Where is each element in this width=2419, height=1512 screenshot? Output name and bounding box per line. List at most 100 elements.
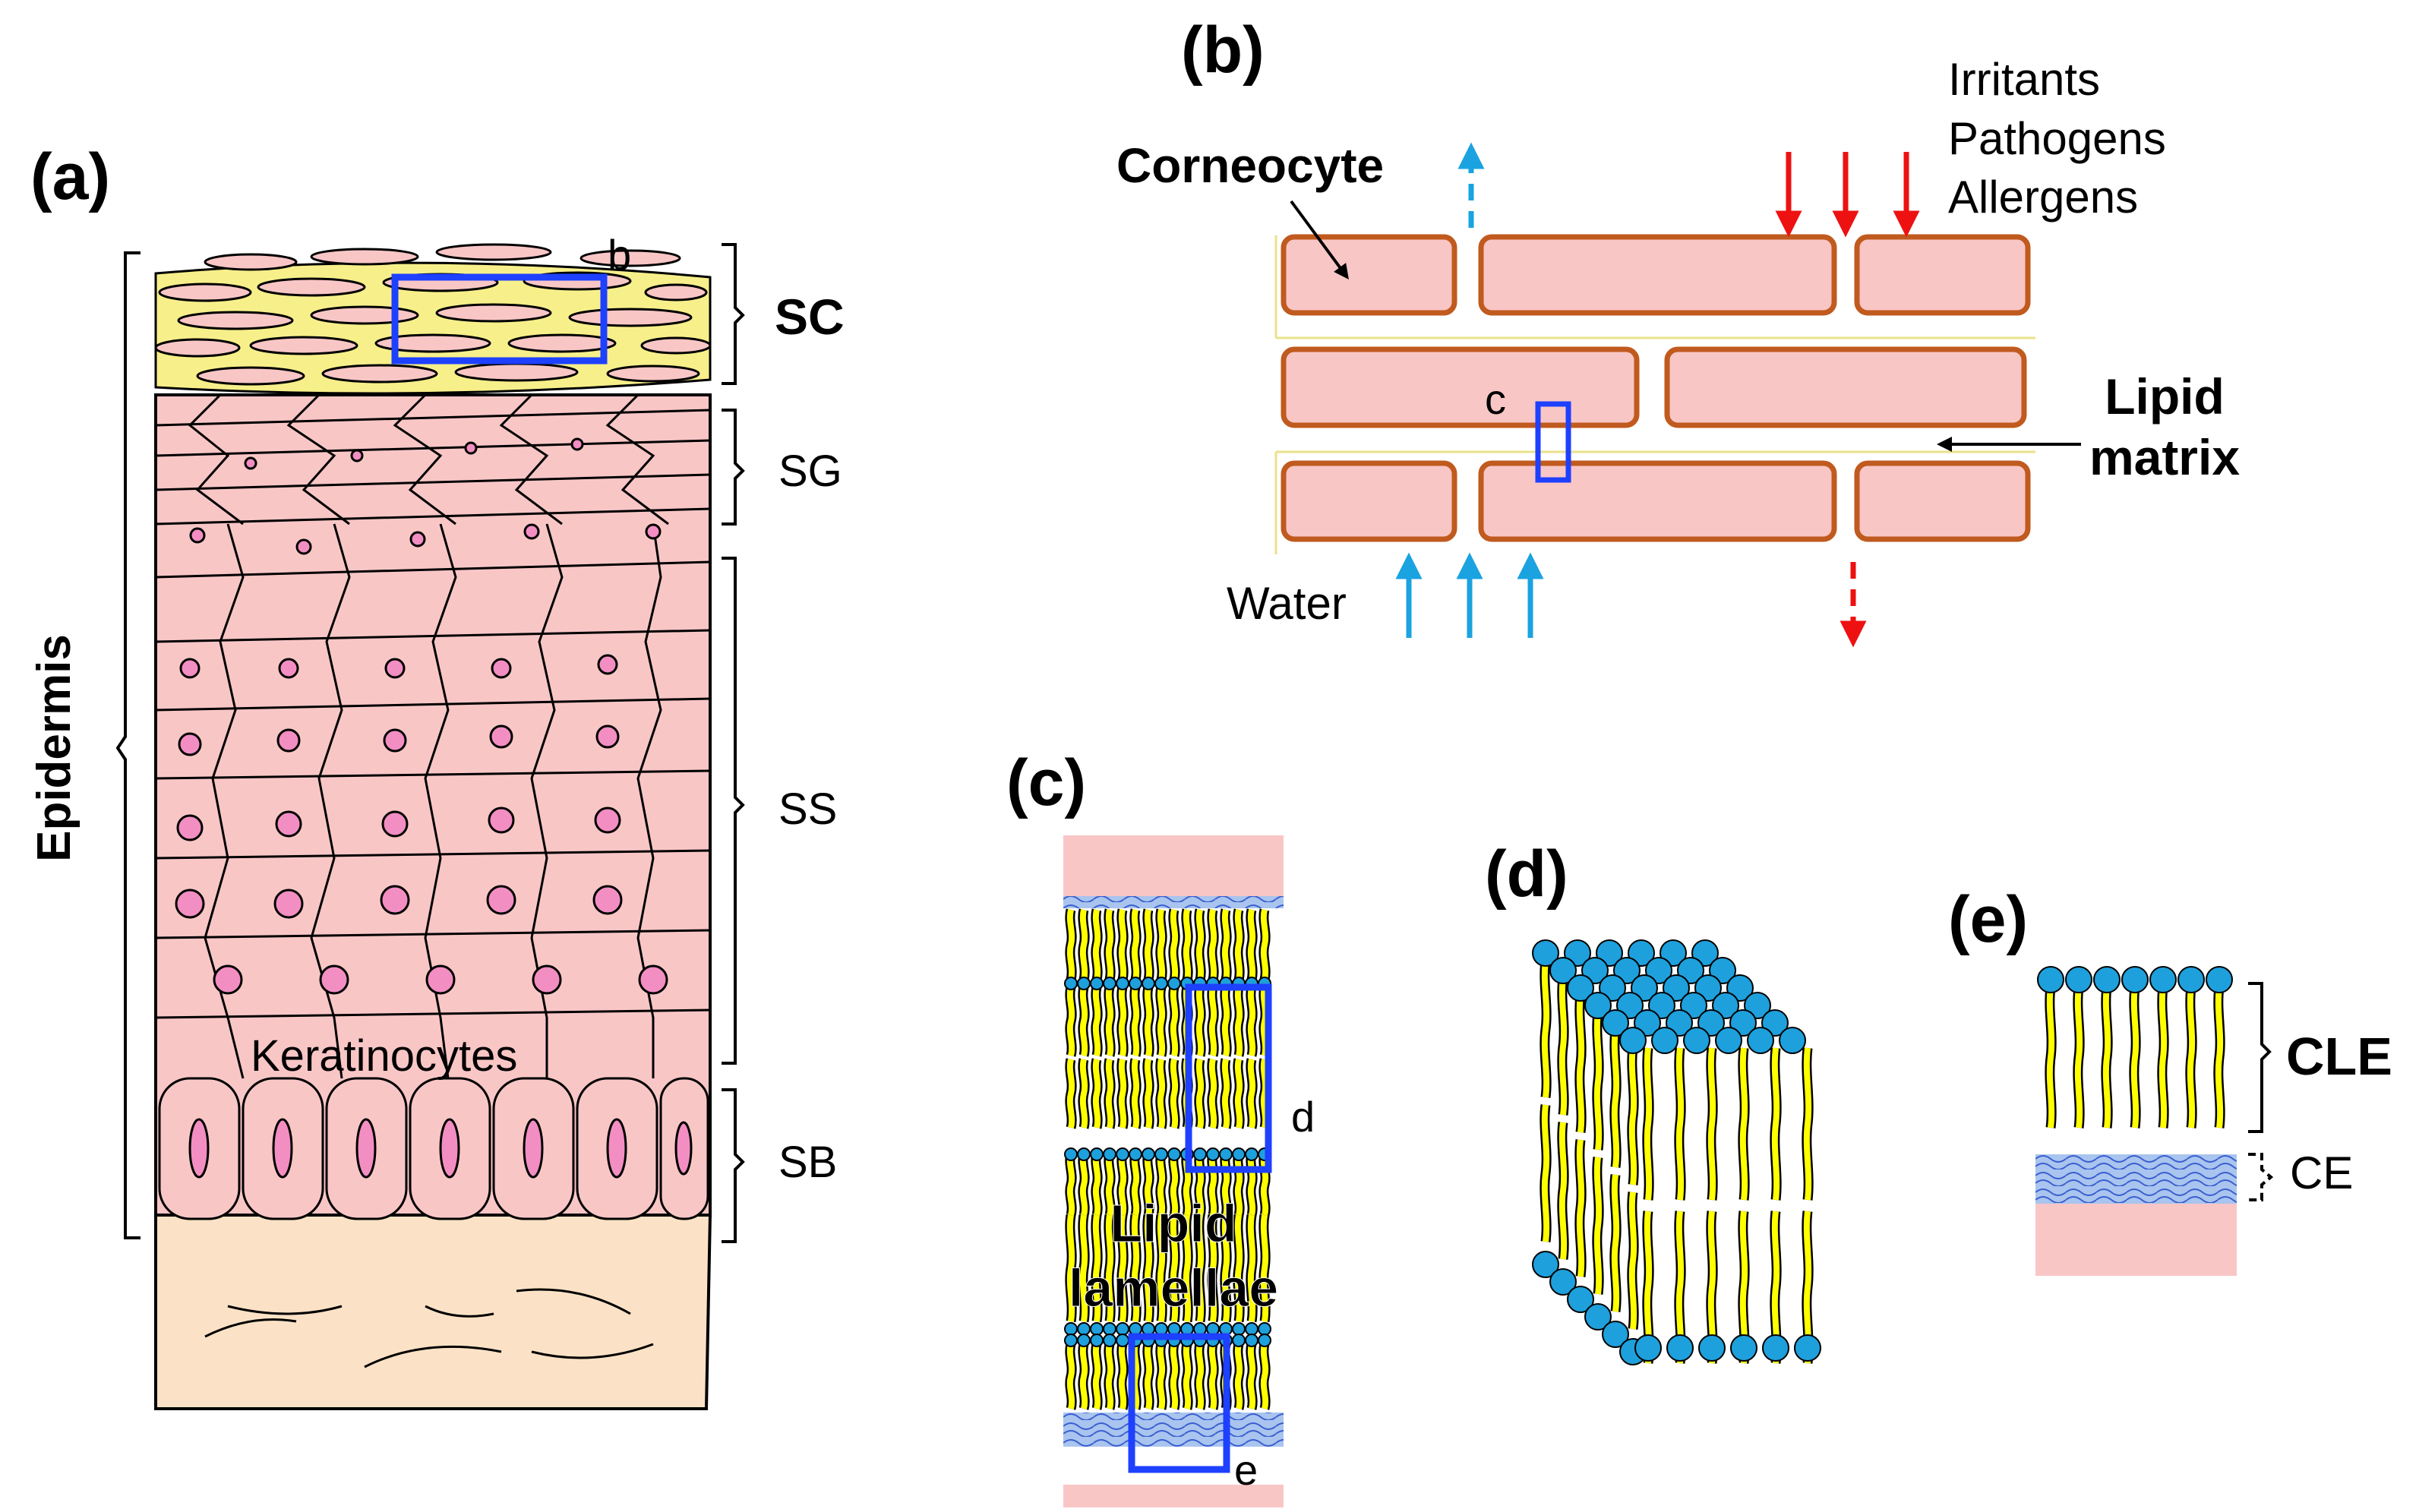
lipid-tail (1557, 977, 1569, 1116)
lipid-tail (1065, 986, 1077, 1057)
lipid-head (1666, 1334, 1694, 1362)
lipid-matrix-lines (1274, 235, 2035, 554)
lipid-tail (1194, 1058, 1206, 1129)
lipid-tail (1609, 1174, 1622, 1312)
lipid-tail (1233, 1214, 1245, 1323)
epidermis-label: Epidermis (28, 634, 81, 862)
lipid-head (1651, 1027, 1678, 1054)
lipid-tail (1246, 1058, 1258, 1129)
lipid-head (1154, 977, 1168, 990)
lipid-tail (2185, 986, 2197, 1128)
lipid-head (1116, 1322, 1129, 1336)
lipid-head (1584, 992, 1612, 1019)
cle-label: CLE (2286, 1027, 2392, 1086)
lipid-head (1730, 1334, 1757, 1362)
lipid-head (1219, 1147, 1233, 1161)
epidermis-bracket (115, 251, 141, 1239)
layer-label-sb: SB (778, 1138, 837, 1187)
lipid-tail (1207, 908, 1219, 981)
lipid-tail (1246, 1214, 1258, 1323)
lipid-head (1634, 1334, 1662, 1362)
lipid-tail (1592, 1012, 1604, 1151)
lipid-head (1077, 1322, 1091, 1336)
lipid-head (1245, 1147, 1258, 1161)
lipid-head (1077, 977, 1091, 990)
lipid-tail (1246, 1343, 1258, 1410)
lipid-head (2149, 966, 2177, 993)
lipid-tail (2129, 986, 2141, 1128)
lipid-tail (1540, 960, 1552, 1098)
inset-marker-c: c (1485, 375, 1506, 423)
lipid-head (2037, 966, 2064, 993)
lipid-tail (1091, 1058, 1103, 1129)
lipid-tail (1155, 908, 1167, 981)
lipid-tail (1233, 1153, 1245, 1217)
lipid-head (1532, 939, 1559, 967)
ce-label: CE (2290, 1147, 2353, 1198)
lipid-tail (1220, 1214, 1232, 1323)
panel-c-label: (c) (1006, 747, 1086, 819)
lipid-tail (1627, 1047, 1639, 1185)
lipid-tail (1155, 1058, 1167, 1129)
lipid-matrix-label-1: Lipid (2105, 368, 2225, 425)
granular-layer-cells (155, 393, 711, 526)
lipid-tail (1078, 986, 1090, 1057)
lipid-tail (1642, 1047, 1654, 1201)
lipid-tail (1207, 1214, 1219, 1323)
lipid-tail (1091, 1214, 1103, 1323)
lipid-head (1258, 1334, 1271, 1347)
lipid-tail (2213, 986, 2225, 1128)
epidermis-section: b Keratinocytes (154, 231, 712, 1410)
lipid-tail (1258, 1153, 1271, 1217)
threat-arrows (1775, 152, 1920, 238)
lipid-head (1090, 1322, 1104, 1336)
lipid-tail (1246, 1153, 1258, 1217)
lipid-tail (1194, 986, 1206, 1057)
lipid-tail (1574, 995, 1587, 1133)
lipid-tail (1258, 908, 1271, 981)
lipid-tail (1142, 1214, 1154, 1323)
threat-pathogens: Pathogens (1948, 113, 2166, 164)
water-label: Water (1227, 578, 1347, 629)
lipid-tail (1116, 1343, 1129, 1410)
lipid-tail (1233, 908, 1245, 981)
lipid-tail (1706, 1047, 1718, 1201)
lipid-tail (1065, 1153, 1077, 1217)
lipid-tail (1627, 1192, 1639, 1330)
cell-nuclei (175, 437, 693, 1179)
lipid-tail (2045, 986, 2057, 1128)
lipid-head (1567, 974, 1594, 1002)
layer-brackets (722, 243, 745, 1243)
lipid-tail (1168, 986, 1180, 1057)
lipid-head (1167, 977, 1181, 990)
lipid-head (2206, 966, 2233, 993)
lipid-head (1245, 1334, 1258, 1347)
cle-lipids (2037, 966, 2233, 1128)
lipid-tail (1168, 908, 1180, 981)
lipid-tail (1091, 908, 1103, 981)
lipid-tail (1142, 1058, 1154, 1129)
lipid-lamellae-stack (1063, 835, 1284, 1507)
lipid-tail (1194, 1153, 1206, 1217)
lipid-lamellae-label-2: lamellae (1069, 1258, 1278, 1318)
lipid-head (1584, 1303, 1612, 1330)
inset-marker-e: e (1234, 1446, 1258, 1494)
lipid-head (1762, 1334, 1789, 1362)
lipid-head (1103, 977, 1116, 990)
lipid-tail (1091, 1343, 1103, 1410)
lipid-lamellae-label-1: Lipid (1110, 1194, 1236, 1253)
panel-b-label: (b) (1181, 14, 1265, 87)
lipid-tail (1116, 986, 1129, 1057)
lipid-head (1154, 1147, 1168, 1161)
lipid-tail (1168, 1214, 1180, 1323)
lipid-tail (1116, 908, 1129, 981)
lipid-tail (1104, 908, 1116, 981)
brick-and-mortar-model (1274, 234, 2035, 554)
lipid-tail (1078, 1153, 1090, 1217)
inset-box-d (1185, 983, 1272, 1173)
corneocyte-label: Corneocyte (1116, 138, 1384, 193)
lipid-tail (1155, 1153, 1167, 1217)
ce-bracket (2248, 1153, 2274, 1201)
lipid-head (2177, 966, 2205, 993)
lipid-tail (1104, 1343, 1116, 1410)
